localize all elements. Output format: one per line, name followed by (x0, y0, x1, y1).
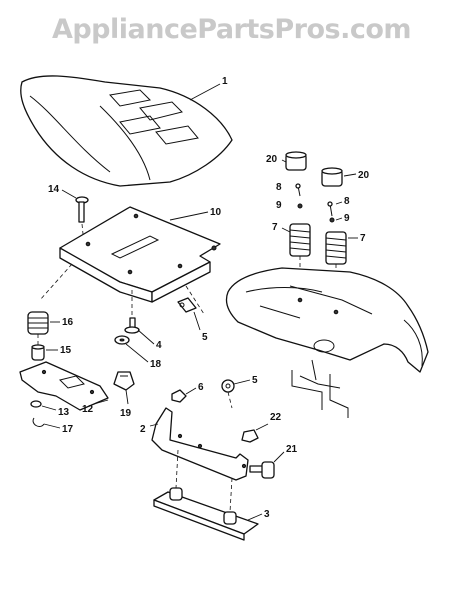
callout-1: 1 (189, 76, 228, 101)
callout-6: 6 (185, 382, 204, 395)
callout-label: 22 (270, 412, 282, 423)
callout-label: 21 (286, 444, 298, 455)
callout-7-right: 7 (348, 233, 366, 244)
nut-22 (241, 429, 259, 443)
callout-label: 4 (156, 340, 162, 351)
callout-label: 18 (150, 359, 162, 370)
callout-3: 3 (247, 509, 270, 521)
pin-8-right (327, 201, 333, 217)
callout-12: 12 (82, 399, 109, 415)
knob-21 (249, 461, 275, 479)
callout-5-upper: 5 (193, 311, 208, 343)
callout-label: 6 (198, 382, 204, 393)
hinge-bracket-12 (19, 361, 109, 411)
callout-13: 13 (41, 405, 70, 418)
callout-5-lower: 5 (233, 375, 258, 386)
pin-8-left (295, 183, 301, 197)
nut-6 (171, 389, 187, 403)
callout-20-right: 20 (343, 170, 370, 181)
clip-5-upper (177, 297, 197, 313)
callout-17: 17 (43, 423, 74, 435)
callout-label: 9 (276, 200, 282, 211)
callout-label: 13 (58, 407, 70, 418)
callout-16: 16 (50, 317, 74, 328)
callout-22: 22 (255, 412, 282, 431)
clip-9-left (297, 203, 303, 209)
bumper-20-right (321, 167, 343, 187)
clip-5-lower (221, 379, 235, 409)
washer-13 (30, 400, 42, 408)
callout-label: 20 (266, 154, 278, 165)
callout-label: 19 (120, 408, 132, 419)
clip-17 (32, 417, 45, 427)
callout-14: 14 (48, 184, 77, 199)
callout-label: 14 (48, 184, 60, 195)
callout-label: 16 (62, 317, 74, 328)
callout-label: 5 (202, 332, 208, 343)
callout-label: 7 (360, 233, 366, 244)
callout-label: 3 (264, 509, 270, 520)
bolt-4 (124, 317, 140, 334)
callout-label: 9 (344, 213, 350, 224)
callout-15: 15 (46, 345, 72, 356)
callout-label: 1 (222, 76, 228, 87)
callout-label: 8 (276, 182, 282, 193)
callout-label: 5 (252, 375, 258, 386)
callout-2: 2 (140, 423, 159, 435)
clip-9-right (329, 217, 335, 223)
plate-3 (153, 487, 259, 541)
callout-19: 19 (120, 389, 132, 419)
callout-9-left: 9 (276, 200, 282, 211)
bracket-2 (151, 407, 249, 481)
callout-4: 4 (137, 329, 162, 351)
spring-7-left (289, 223, 311, 257)
spring-16 (27, 311, 49, 335)
callout-label: 15 (60, 345, 72, 356)
callout-label: 20 (358, 170, 370, 181)
watermark: AppliancePartsPros.com (51, 14, 412, 45)
bumper-20-left (285, 151, 307, 171)
callout-label: 17 (62, 424, 74, 435)
callout-9-right: 9 (335, 213, 350, 224)
callout-20-left: 20 (266, 154, 287, 165)
callout-label: 8 (344, 196, 350, 207)
seat (20, 75, 233, 187)
knob-19 (113, 371, 135, 391)
callout-18: 18 (125, 343, 162, 370)
washer-18 (114, 335, 130, 345)
callout-label: 2 (140, 424, 146, 435)
fender (225, 267, 429, 418)
callout-8-left: 8 (276, 182, 282, 193)
spring-7-right (325, 231, 347, 265)
bushing-15 (31, 344, 45, 361)
callout-21: 21 (273, 444, 298, 463)
seat-pan (59, 206, 221, 303)
callout-7-left: 7 (272, 222, 291, 233)
callout-label: 10 (210, 207, 222, 218)
callout-8-right: 8 (335, 196, 350, 207)
callout-label: 7 (272, 222, 278, 233)
callout-label: 12 (82, 404, 94, 415)
callout-10: 10 (169, 207, 222, 221)
